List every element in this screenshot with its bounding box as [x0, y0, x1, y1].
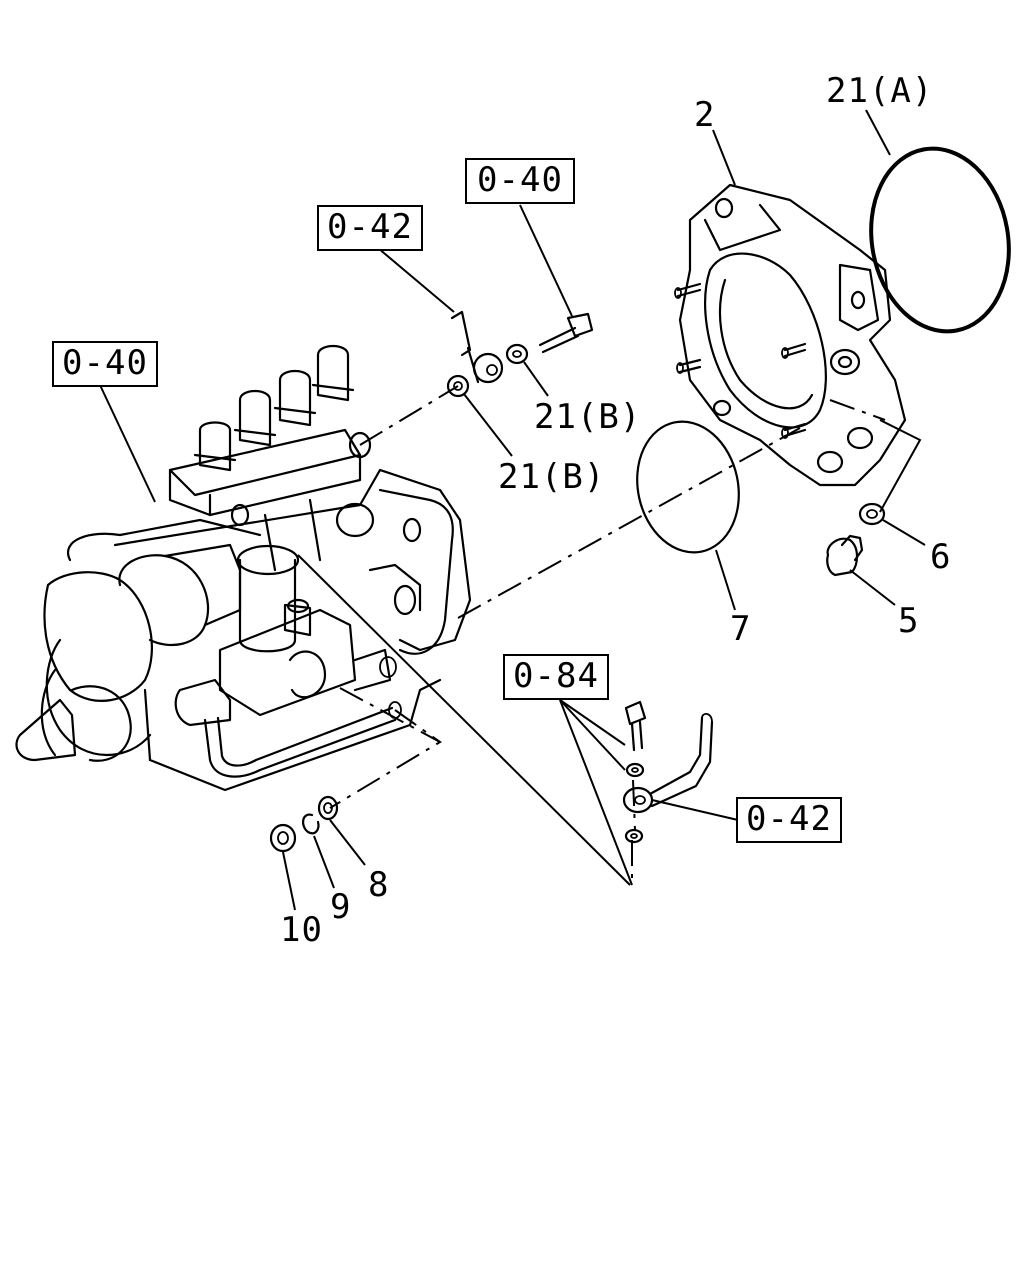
part-label-6: 6: [930, 537, 952, 577]
part-label-10: 10: [280, 910, 323, 950]
washer-6: [858, 502, 886, 526]
nut-10: [269, 823, 297, 853]
part-label-21a: 21(A): [826, 71, 934, 111]
washer-21b-lower: [446, 374, 470, 398]
part-label-9: 9: [330, 887, 352, 927]
part-label-21b-upper: 21(B): [534, 397, 642, 437]
part-label-21b-lower: 21(B): [498, 457, 606, 497]
housing-part-2-drawing: [674, 183, 907, 487]
ref-box-0-42-top: 0-42: [317, 205, 423, 251]
leader-lines: [99, 109, 926, 911]
part-label-7: 7: [730, 609, 752, 649]
bolt-top: [538, 312, 594, 354]
washer-8: [317, 795, 339, 821]
o-ring-7: [636, 420, 740, 554]
washer-21b-upper: [505, 343, 529, 365]
feed-pump: [174, 544, 402, 778]
part-label-8: 8: [368, 865, 390, 905]
part-label-2: 2: [694, 95, 716, 135]
ref-box-0-84: 0-84: [503, 654, 609, 700]
ref-box-0-42-right: 0-42: [736, 797, 842, 843]
part-label-5: 5: [898, 601, 920, 641]
injection-pump-drawing: [15, 344, 472, 792]
ref-box-0-40-left: 0-40: [52, 341, 158, 387]
o-ring-21a: [869, 146, 1011, 334]
plug-5: [826, 534, 864, 577]
bolt-0-84: [624, 700, 647, 752]
banjo-fitting-top: [450, 310, 504, 384]
center-lines: [329, 385, 886, 885]
delivery-valve-holders: [168, 344, 372, 527]
banjo-pipe-0-84: [622, 713, 714, 814]
ref-box-0-40-top: 0-40: [465, 158, 575, 204]
spring-washer-9: [302, 813, 320, 835]
